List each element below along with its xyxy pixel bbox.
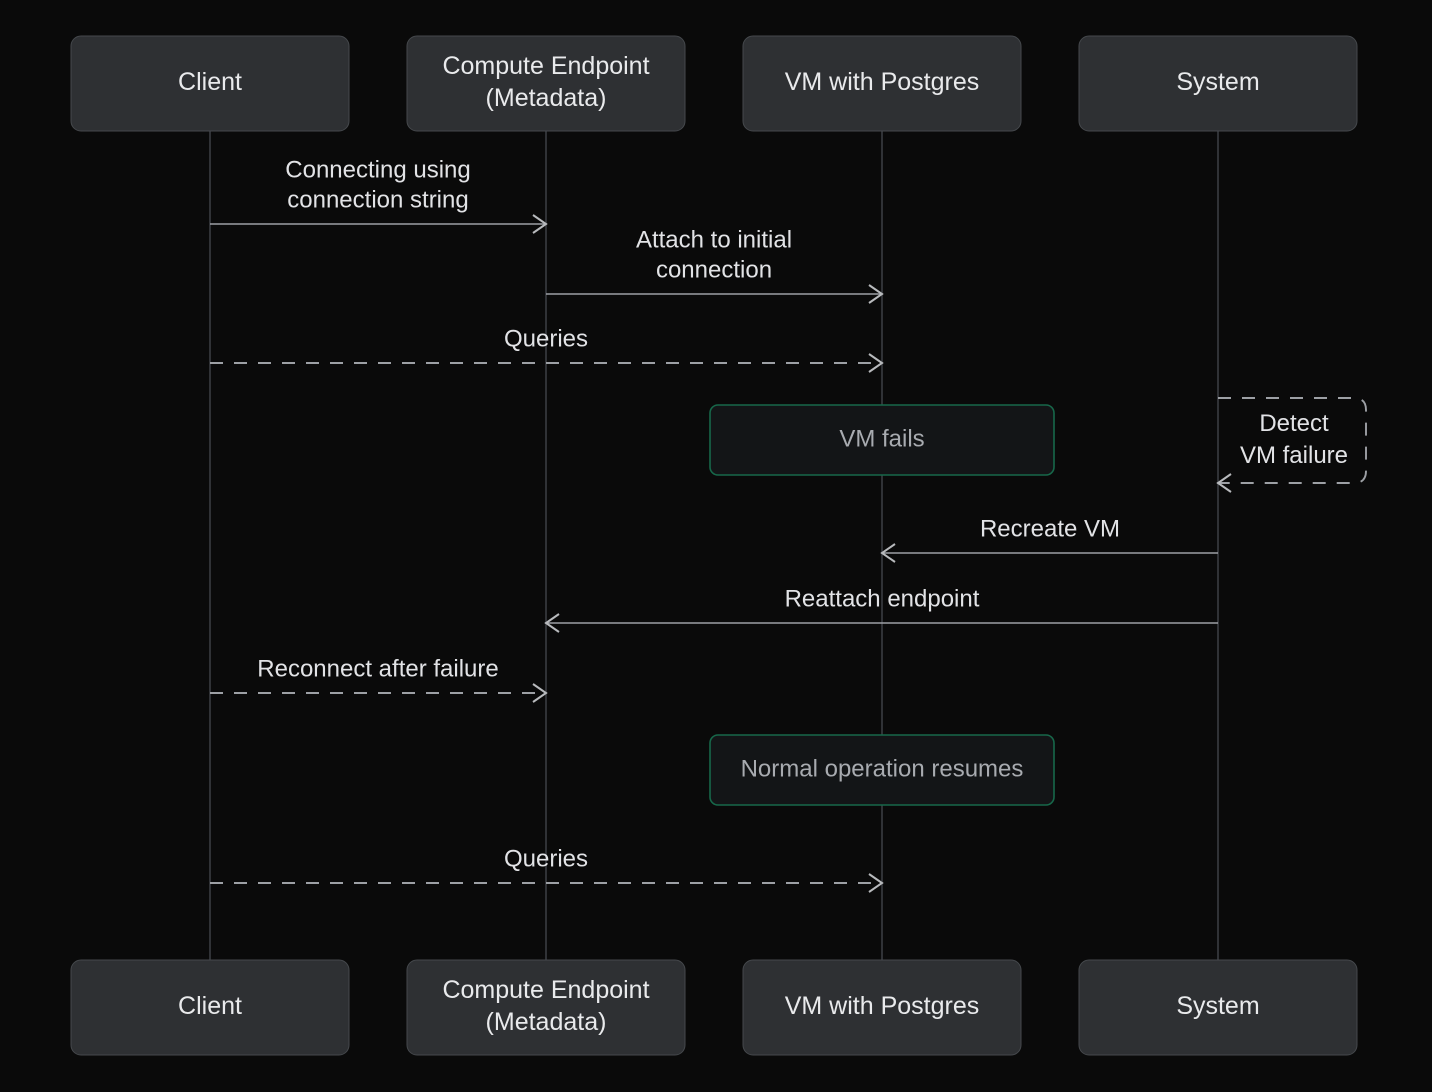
message-label: Queries bbox=[504, 325, 588, 352]
actor-box-rect bbox=[406, 35, 686, 132]
message-reattach-endpoint-left: Reattach endpoint bbox=[544, 585, 1218, 633]
actor-label: VM with Postgres bbox=[785, 992, 980, 1020]
note-label: VM fails bbox=[839, 425, 924, 452]
arrow-head-icon bbox=[868, 353, 884, 373]
self-message-detect-vm-failure: Detect VM failure bbox=[1216, 397, 1367, 493]
message-attach-to-initial-connection: Attach to initial connection bbox=[546, 226, 884, 304]
message-queries: Queries bbox=[210, 845, 884, 893]
message-label: Reattach endpoint bbox=[785, 585, 980, 612]
note-rect bbox=[709, 734, 1055, 806]
message-reconnect-after-failure: Reconnect after failure bbox=[210, 655, 548, 703]
actor-label: Client bbox=[178, 992, 242, 1020]
note-rect bbox=[709, 404, 1055, 476]
actor-box-footer-system[interactable]: System bbox=[1078, 959, 1358, 1056]
note-vm-fails: VM fails bbox=[709, 404, 1055, 476]
actor-box-footer-client[interactable]: Client bbox=[70, 959, 350, 1056]
note-label: Normal operation resumes bbox=[741, 755, 1024, 782]
self-message-label-line1: Detect bbox=[1259, 410, 1329, 437]
actor-box-rect bbox=[1078, 959, 1358, 1056]
message-connecting-using-connection-string: Connecting using connection string bbox=[210, 156, 548, 234]
message-label-line1: Attach to initial bbox=[636, 226, 792, 253]
message-queries: Queries bbox=[210, 325, 884, 373]
actor-box-header-vm-postgres[interactable]: VM with Postgres bbox=[742, 35, 1022, 132]
lifelines-group bbox=[209, 131, 1219, 960]
arrow-head-icon bbox=[868, 284, 884, 304]
message-label-line2: connection bbox=[656, 256, 772, 283]
actor-label: VM with Postgres bbox=[785, 68, 980, 96]
actor-box-footer-vm-postgres[interactable]: VM with Postgres bbox=[742, 959, 1022, 1056]
actor-box-header-client[interactable]: Client bbox=[70, 35, 350, 132]
actor-box-header-system[interactable]: System bbox=[1078, 35, 1358, 132]
arrow-head-icon bbox=[532, 214, 548, 234]
message-label: Recreate VM bbox=[980, 515, 1120, 542]
actor-label-line1: Compute Endpoint bbox=[442, 976, 649, 1004]
actor-box-rect bbox=[70, 959, 350, 1056]
message-label: Reconnect after failure bbox=[257, 655, 498, 682]
actor-box-rect bbox=[406, 959, 686, 1056]
arrow-head-icon bbox=[1216, 473, 1232, 493]
actor-label: System bbox=[1176, 68, 1259, 96]
actor-box-header-compute-endpoint[interactable]: Compute Endpoint (Metadata) bbox=[406, 35, 686, 132]
actor-box-rect bbox=[742, 35, 1022, 132]
arrow-head-icon bbox=[880, 543, 896, 563]
actor-label-line2: (Metadata) bbox=[486, 84, 607, 112]
note-normal-operation-resumes: Normal operation resumes bbox=[709, 734, 1055, 806]
self-message-label-line2: VM failure bbox=[1240, 442, 1348, 469]
message-label-line1: Connecting using bbox=[285, 156, 470, 183]
arrow-head-icon bbox=[868, 873, 884, 893]
actor-label-line2: (Metadata) bbox=[486, 1008, 607, 1036]
message-label: Queries bbox=[504, 845, 588, 872]
actor-label: System bbox=[1176, 992, 1259, 1020]
actor-box-footer-compute-endpoint[interactable]: Compute Endpoint (Metadata) bbox=[406, 959, 686, 1056]
messages-group: Connecting using connection stringAttach … bbox=[210, 156, 1218, 893]
actor-label: Client bbox=[178, 68, 242, 96]
message-label-line2: connection string bbox=[287, 186, 468, 213]
self-messages-group: Detect VM failure bbox=[1216, 397, 1367, 493]
actor-box-rect bbox=[1078, 35, 1358, 132]
actor-box-rect bbox=[742, 959, 1022, 1056]
arrow-head-icon bbox=[544, 613, 560, 633]
actor-box-rect bbox=[70, 35, 350, 132]
actor-label-line1: Compute Endpoint bbox=[442, 52, 649, 80]
message-recreate-vm-left: Recreate VM bbox=[880, 515, 1218, 563]
arrow-head-icon bbox=[532, 683, 548, 703]
